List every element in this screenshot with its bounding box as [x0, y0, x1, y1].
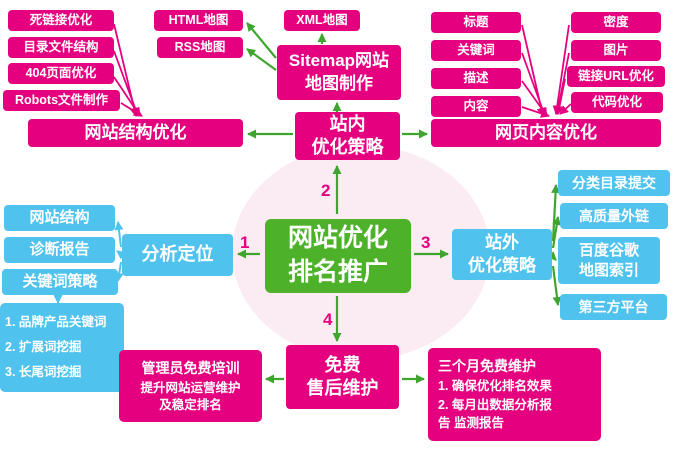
maintenance-line1: 1. 确保优化排名效果: [438, 378, 552, 393]
node-maps-index: 百度谷歌 地图索引: [558, 237, 660, 284]
node-three-month-maintenance: 三个月免费维护 1. 确保优化排名效果 2. 每月出数据分析报 告 监测报告: [428, 348, 601, 441]
node-dead-links: 死链接优化: [8, 10, 114, 31]
node-density: 密度: [571, 12, 661, 33]
node-content-bar: 网页内容优化: [431, 119, 661, 147]
node-keywords: 关键词: [431, 40, 521, 61]
node-diagnosis-report: 诊断报告: [4, 237, 115, 263]
aftersales-line2: 售后维护: [306, 378, 379, 398]
node-thirdparty-platform: 第三方平台: [560, 294, 667, 320]
node-analysis-position: 分析定位: [122, 234, 233, 276]
node-images: 图片: [571, 40, 661, 61]
node-center-topic: 网站优化 排名推广: [265, 219, 411, 293]
node-code: 代码优化: [571, 92, 663, 113]
node-keyword-strategy: 关键词策略: [2, 269, 118, 295]
node-keyword-list: 1. 品牌产品关键词 2. 扩展词挖掘 3. 长尾词挖掘: [0, 303, 124, 392]
node-directory-structure: 目录文件结构: [8, 37, 114, 58]
node-rss-sitemap: RSS地图: [157, 37, 243, 58]
node-robots-file: Robots文件制作: [3, 90, 120, 111]
node-admin-training: 管理员免费培训 提升网站运营维护 及稳定排名: [119, 350, 262, 422]
node-directory-submit: 分类目录提交: [558, 170, 670, 196]
aftersales-line1: 免费: [324, 354, 361, 375]
onpage-line1: 站内: [329, 113, 366, 134]
offpage-line1: 站外: [485, 233, 519, 253]
node-onpage-strategy: 站内 优化策略: [295, 112, 400, 160]
node-aftersales: 免费 售后维护: [286, 345, 399, 409]
node-description: 描述: [431, 68, 521, 89]
keyword-list-item-2: 2. 扩展词挖掘: [5, 340, 82, 355]
spoke-number-1: 1: [240, 233, 250, 252]
maintenance-line3: 告 监测报告: [438, 416, 504, 431]
maps-index-line1: 百度谷歌: [578, 242, 639, 259]
admin-training-line1: 提升网站运营维护: [140, 381, 241, 396]
maintenance-line2: 2. 每月出数据分析报: [438, 397, 552, 412]
admin-training-line2: 及稳定排名: [159, 397, 222, 412]
keyword-list-item-1: 1. 品牌产品关键词: [5, 315, 107, 330]
maps-index-line2: 地图索引: [578, 261, 639, 279]
node-offpage-strategy: 站外 优化策略: [452, 229, 552, 280]
spoke-number-4: 4: [323, 310, 333, 329]
center-line1: 网站优化: [287, 224, 388, 253]
node-sitemap-maker: Sitemap网站 地图制作: [277, 45, 401, 100]
node-title: 标题: [431, 12, 521, 33]
offpage-line2: 优化策略: [468, 255, 536, 275]
admin-training-title: 管理员免费培训: [141, 360, 240, 377]
spoke-number-3: 3: [421, 233, 431, 252]
onpage-line2: 优化策略: [311, 137, 384, 157]
keyword-list-item-3: 3. 长尾词挖掘: [5, 365, 82, 380]
node-html-sitemap: HTML地图: [154, 10, 243, 31]
node-quality-backlinks: 高质量外链: [560, 203, 668, 229]
node-link-url: 链接URL优化: [567, 66, 665, 87]
node-404-page: 404页面优化: [8, 63, 114, 84]
maintenance-title: 三个月免费维护: [438, 358, 536, 375]
node-content: 内容: [431, 96, 521, 117]
node-structure-bar: 网站结构优化: [28, 119, 243, 147]
sitemap-maker-line2: 地图制作: [305, 73, 373, 93]
spoke-number-2: 2: [321, 181, 331, 200]
node-site-structure: 网站结构: [4, 205, 115, 231]
center-line2: 排名推广: [287, 258, 388, 286]
node-xml-sitemap: XML地图: [284, 10, 360, 31]
sitemap-maker-line1: Sitemap网站: [288, 51, 390, 71]
